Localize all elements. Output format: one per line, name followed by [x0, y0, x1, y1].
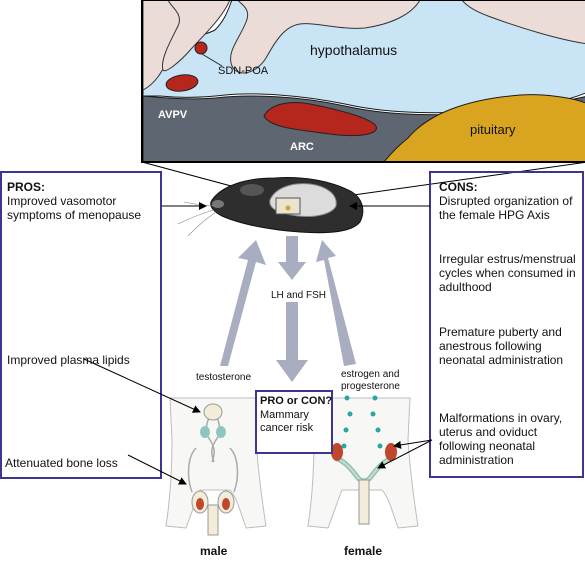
pale-region-right [230, 1, 420, 74]
pituitary-gland [384, 94, 585, 161]
sdn-poa-label: SDN-POA [218, 65, 269, 77]
pale-region-mid [161, 1, 231, 72]
hypothalamus-label: hypothalamus [310, 42, 397, 58]
arc-label: ARC [290, 141, 314, 153]
cons-item-puberty: Premature puberty and anestrous followin… [439, 325, 564, 367]
pro-con-box [255, 390, 333, 454]
sdn-poa-nucleus [194, 41, 208, 55]
pale-region-top [462, 1, 585, 45]
pros-box [0, 171, 162, 479]
female-label: female [344, 544, 382, 558]
flow-arrows [204, 236, 356, 382]
arc-nucleus [263, 102, 377, 137]
avpv-nucleus [165, 74, 199, 92]
pros-item-vasomotor: Improved vasomotor symptoms of menopause [7, 194, 142, 222]
brain-inset: hypothalamus SDN-POA AVPV ARC pituitary [141, 0, 585, 163]
cons-box [429, 171, 584, 478]
male-label: male [200, 544, 228, 558]
male-reproductive-figure [165, 397, 267, 536]
pros-header: PROS: [7, 180, 46, 194]
pointer-arrows [83, 202, 433, 485]
pituitary-label: pituitary [470, 122, 516, 137]
cons-header: CONS: [439, 180, 478, 194]
testosterone-label: testosterone [196, 372, 251, 383]
cons-item-estrus: Irregular estrus/menstrual cycles when c… [439, 252, 576, 294]
pros-item-bone: Attenuated bone loss [5, 456, 118, 470]
avpv-label: AVPV [158, 109, 188, 121]
lh-fsh-label: LH and FSH [271, 290, 326, 301]
cons-item-hpg: Disrupted organization of the female HPG… [439, 194, 573, 222]
pros-item-lipids: Improved plasma lipids [7, 353, 130, 367]
estrogen-progesterone-label: estrogen and progesterone [341, 369, 400, 392]
mammary-cancer-risk: Mammary cancer risk [260, 409, 314, 434]
rat-head [177, 177, 364, 237]
pro-con-title: PRO or CON? [260, 395, 333, 407]
cons-item-malformations: Malformations in ovary, uterus and ovidu… [439, 411, 563, 467]
